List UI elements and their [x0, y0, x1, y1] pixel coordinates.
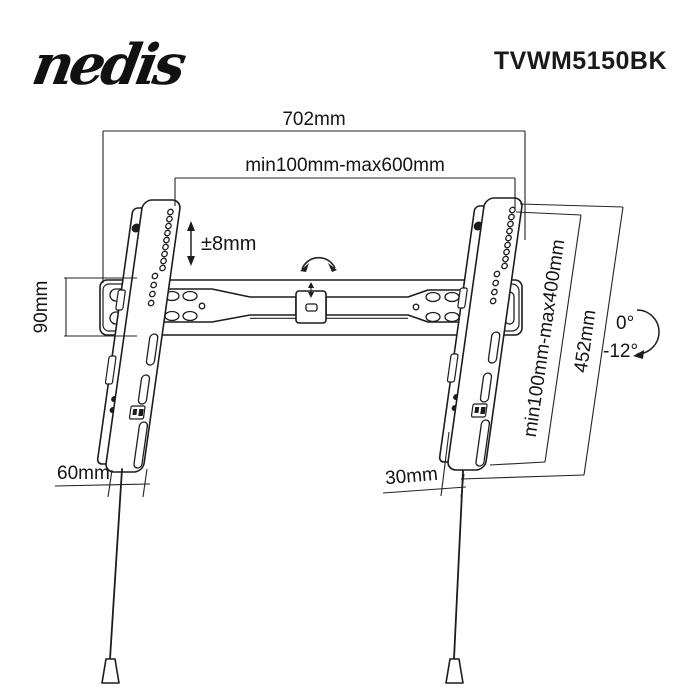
- model-number: TVWM5150BK: [494, 47, 667, 75]
- tilt-arc-icon: [300, 256, 337, 272]
- dimension-bottom-right: 30mm: [382, 431, 467, 498]
- tilt-to-label: -12°: [603, 341, 638, 362]
- mount-width-label: min100mm-max600mm: [245, 155, 445, 176]
- rail-right-holes: [412, 291, 460, 323]
- tilt-from-label: 0°: [616, 313, 634, 334]
- dimension-mount-width: min100mm-max600mm: [174, 155, 516, 210]
- left-cord-pull: [101, 658, 120, 684]
- tilt-angle-annotation: 0° -12°: [603, 309, 660, 362]
- tilt-arc-arrowhead: [633, 350, 644, 359]
- rail-center-slot: [305, 303, 318, 312]
- right-cord-pull: [445, 658, 464, 684]
- plate-height-label: 90mm: [31, 281, 52, 334]
- vertical-adjust-arrow-icon: [308, 282, 314, 298]
- left-release-cord: [101, 468, 123, 684]
- bracket-length-label: 452mm: [571, 308, 601, 374]
- bottom-left-label: 60mm: [57, 463, 110, 484]
- tilt-angle-arc-icon: [636, 309, 660, 355]
- dimension-total-width: 702mm: [102, 109, 526, 283]
- right-release-cord: [445, 470, 464, 684]
- dimension-height-adjust: ±8mm: [187, 221, 256, 266]
- mount-height-label: min100mm-max400mm: [520, 238, 570, 438]
- brand-logo: nedis: [28, 32, 191, 97]
- height-adjust-label: ±8mm: [201, 233, 256, 255]
- rail-left-holes: [164, 290, 206, 322]
- total-width-label: 702mm: [282, 109, 345, 130]
- dimension-bottom-left: 60mm: [54, 463, 151, 498]
- bottom-right-label: 30mm: [384, 464, 438, 490]
- dimension-plate-height: 90mm: [31, 277, 137, 337]
